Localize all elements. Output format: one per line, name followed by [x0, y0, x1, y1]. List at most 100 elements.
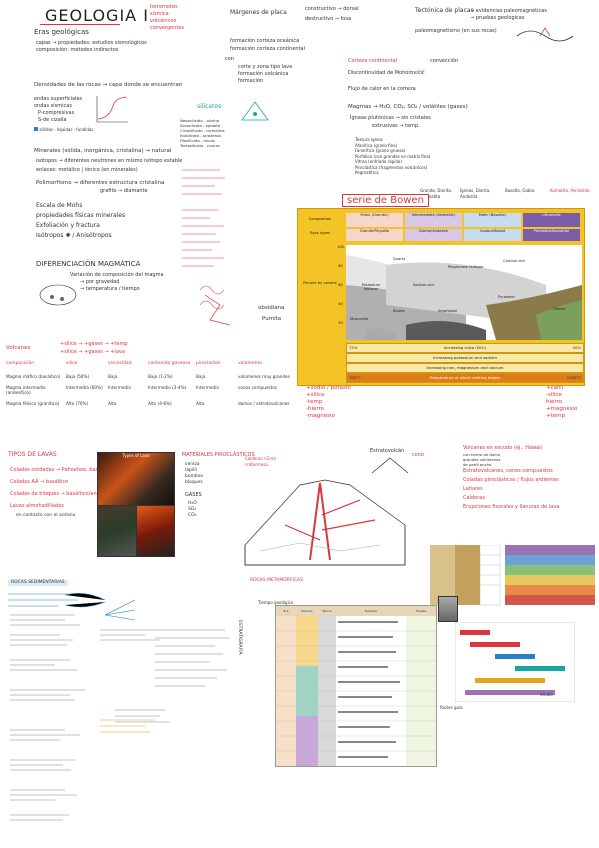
- volc-col-header: contenido gaseoso: [148, 361, 191, 366]
- lava-photo-3: [136, 505, 175, 557]
- volc-cell: Bajo (1-2%): [148, 374, 173, 379]
- rocktypes-label: Rock types: [310, 231, 330, 235]
- waves-2: P-compresivas: [38, 110, 75, 116]
- mineral-muscovite: Muscovite: [350, 317, 369, 321]
- volc-row: Magma intermedio (andesítico)Intermedia …: [6, 385, 296, 395]
- strato-label: Estratovolcán: [370, 448, 405, 454]
- tetrahedron-icon: [241, 101, 269, 121]
- rocktype-cell: Peridotite/Komatiite: [523, 229, 580, 241]
- legend-solid: sólidas: [39, 127, 54, 132]
- rr-0: +calci: [546, 385, 564, 391]
- mineral-plagio: Plagioclase feldspar: [448, 265, 484, 269]
- silicate-soro: Sorosilicato - epidota: [180, 123, 221, 128]
- difer-line1: Variación de composición del magma: [70, 272, 164, 278]
- silicate-ino: Inosilicato - piroxenos: [180, 133, 222, 138]
- y-tick: 60: [338, 283, 343, 287]
- volc-cell: Alta (70%): [66, 401, 89, 406]
- piro-0: ceniza: [185, 462, 200, 467]
- lr-4: -magnesio: [306, 413, 335, 419]
- center-notes-sketch: [182, 169, 225, 310]
- silicate-ciclo: Ciclosilicato - turmalina: [180, 128, 225, 133]
- bar-left-value: 700°C: [349, 375, 361, 380]
- composition-label: Composition: [308, 217, 332, 221]
- geo-header-row: Era Periodo Época Eventos Fósiles: [276, 606, 436, 616]
- volc-cell: Magma máfico (basáltico): [6, 374, 61, 379]
- vt-small-1: grandes volúmenes: [463, 457, 501, 462]
- rocktype-cell: Granite/Rhyolite: [346, 229, 403, 241]
- tectonica-a: → evidencias paleomagnéticas: [470, 8, 547, 14]
- propiedades-item: propiedades físicas minerales: [36, 212, 126, 219]
- sedimentary-lines: [8, 593, 78, 607]
- bowen-bar-label: Increasing iron, magnesium and calcium: [426, 365, 504, 370]
- rocktype-cell: Diorite/Andesite: [405, 229, 462, 241]
- igneas-line-1: Ígneas plutónicas → sin cristales: [350, 115, 431, 121]
- volcano-types-list: Volcanes en escudo (ej.: Hawái) con form…: [463, 445, 559, 512]
- gases-list: H₂O SO₂ CO₂: [188, 501, 197, 519]
- rr-4: +temp: [546, 413, 565, 419]
- volcano-diagram: [244, 479, 406, 566]
- y-tick: 100: [337, 245, 344, 249]
- vt-2: Estratovolcanes, conos compuestos: [463, 468, 553, 474]
- piro-list: ceniza lapilli bombas bloques: [185, 462, 203, 486]
- fossil-range-chart: [455, 622, 575, 702]
- muscovite-area: [366, 328, 396, 340]
- geo-header: Periodo: [301, 609, 313, 613]
- bowen-top-2: Ígneas, Diorita, Andesita: [460, 188, 491, 199]
- wave-velocity-graph: [96, 96, 128, 123]
- biotite-area: [406, 321, 486, 340]
- mineral-quartz: Quartz: [393, 257, 406, 261]
- sedimentary-head: ROCAS SEDIMENTARIAS: [8, 580, 68, 586]
- bottom-label-2: escala: [540, 692, 553, 697]
- margenes-heading: Márgenes de placa: [230, 9, 287, 16]
- gas-1: SO₂: [188, 507, 197, 512]
- y-tick: 20: [338, 321, 343, 325]
- rr-3: +magnesio: [546, 406, 578, 412]
- waves-head: ondas superficiales: [34, 96, 83, 102]
- sedimentary-box: [8, 590, 158, 610]
- obsidiana: obsidiana: [258, 305, 285, 311]
- volc-cell: Magma intermedio (andesítico): [6, 385, 46, 395]
- texture-0: Textura ígnea:: [355, 137, 384, 142]
- texture-6: Pegmatítica: [355, 170, 379, 175]
- volc-cell: Alta: [108, 401, 117, 406]
- silicates-list: Nesosilicato - olivino Sorosilicato - ep…: [180, 118, 225, 148]
- geo-header: Época: [322, 609, 332, 613]
- waves-legend: sólidas · líquidas · fundidas: [34, 127, 93, 133]
- volc-col-header: sílice: [66, 361, 78, 366]
- isotropos-item: Isótropos ✺ / Anisótropos: [36, 232, 112, 239]
- red-left-2: +sílice → +gases → +lava: [60, 349, 125, 355]
- eras-item: Eras geológicas: [34, 28, 89, 36]
- bowen-bar: Temperature at which melting begins 700°C…: [346, 373, 584, 383]
- capas-item: capas → propiedades: estudios sismológic…: [36, 40, 147, 46]
- bowen-top-4: Komatita, Peridotita: [550, 188, 590, 193]
- lava-type-0: Coladas cordadas → Pahoehoe, basáltico: [10, 467, 112, 473]
- cont-list-1: corte y zona tipo lava: [238, 64, 293, 70]
- geo-header: Era: [283, 609, 289, 613]
- lava-type-1: Coladas AA → basáltico: [10, 479, 69, 485]
- geo-header: Fósiles: [415, 609, 427, 613]
- silicate-neso: Nesosilicato - olivino: [180, 118, 220, 123]
- gas-2: CO₂: [188, 513, 197, 518]
- composition-cell: Felsic (Granitic): [346, 213, 403, 227]
- difer-line3: → temperatura / tiempo: [80, 286, 140, 292]
- geo-header: Eventos: [365, 609, 377, 613]
- volc-cell: Baja: [108, 374, 118, 379]
- destructivo-line: destructivo → fosa: [305, 16, 352, 22]
- bowen-bar-label: Temperature at which melting begins: [429, 375, 501, 380]
- rocktype-cell: Gabbro/Basalt: [464, 229, 521, 241]
- bowen-bar: Increasing iron, magnesium and calcium: [346, 363, 584, 373]
- isotopes-line: isótopos → diferentes neutrones en mismo…: [36, 158, 183, 164]
- crust-subhead: convección: [430, 58, 459, 64]
- rock-photo: [438, 596, 458, 622]
- magma-chamber-sketch: [39, 284, 77, 306]
- lava-photo-1: Types of Lava: [97, 452, 175, 506]
- olivine-area: [536, 300, 582, 340]
- rr-1: -sílice: [546, 392, 562, 398]
- piro-head: MATERIALES PIROCLÁSTICOS: [182, 452, 255, 458]
- cont-list-3: formación: [238, 78, 264, 84]
- lr-1: +sílice: [306, 392, 325, 398]
- geo-time-table: Era Periodo Época Eventos Fósiles: [275, 605, 437, 767]
- piro-1: lapilli: [185, 468, 197, 473]
- vt-6: Erupciones fisurales y llanuras de lava: [463, 504, 560, 510]
